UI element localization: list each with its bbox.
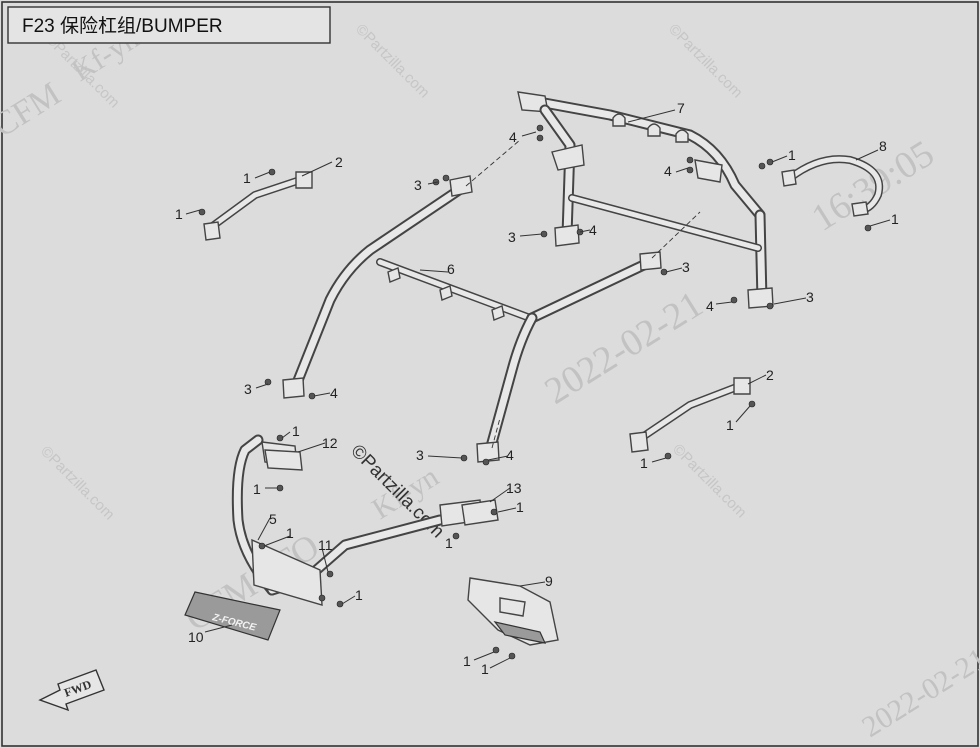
callout-1: 1: [445, 535, 453, 551]
callout-5: 5: [269, 511, 277, 527]
callout-3: 3: [416, 447, 424, 463]
callouts: 7 2 1 1 4 3 4 1 8 1 3 4 6 3 4 3 3 4 2 1 …: [175, 100, 899, 677]
watermark-partzilla-4: ©Partzilla.com: [37, 443, 118, 524]
part-6-roll-cage: [282, 175, 662, 463]
callout-1: 1: [355, 587, 363, 603]
part-12-bracket: [264, 449, 303, 471]
watermark-date-corner: 2022-02-21: [856, 642, 980, 744]
leader-lines: [185, 109, 891, 669]
callout-1: 1: [243, 170, 251, 186]
callout-2-upper: 2: [335, 154, 343, 170]
callout-3: 3: [682, 259, 690, 275]
callout-1: 1: [516, 499, 524, 515]
rear-left-post: [539, 104, 585, 247]
callout-13: 13: [506, 480, 522, 496]
callout-3: 3: [414, 177, 422, 193]
assembly-dash-lines: [465, 139, 701, 449]
rear-right-post: [747, 209, 774, 309]
callout-12: 12: [322, 435, 338, 451]
callout-4: 4: [330, 385, 338, 401]
callout-2-side: 2: [766, 367, 774, 383]
watermark-partzilla-2: ©Partzilla.com: [352, 21, 433, 102]
callout-11: 11: [318, 537, 333, 553]
watermark-time: 16:39:05: [805, 132, 942, 239]
callout-1: 1: [292, 423, 300, 439]
callout-1: 1: [463, 653, 471, 669]
callout-4: 4: [589, 222, 597, 238]
part-2-upper-grab-bar: [203, 171, 313, 241]
callout-1: 1: [891, 211, 899, 227]
callout-1: 1: [726, 417, 734, 433]
callout-4: 4: [506, 447, 514, 463]
callout-1: 1: [253, 481, 261, 497]
callout-9: 9: [545, 573, 553, 589]
title-block: F23 保险杠组/BUMPER: [7, 6, 331, 44]
part-13-bracket: [461, 499, 499, 526]
fasteners: [198, 124, 872, 660]
part-2-side-grab-bar: [629, 377, 751, 453]
callout-3: 3: [508, 229, 516, 245]
watermark-partzilla-3: ©Partzilla.com: [665, 21, 746, 102]
callout-7: 7: [677, 100, 685, 116]
part-9-skid-plate: [467, 577, 559, 646]
callout-1: 1: [286, 525, 294, 541]
fwd-arrow: FWD: [38, 669, 105, 712]
title-box: [7, 6, 331, 44]
callout-4: 4: [706, 298, 714, 314]
page-title: F23 保险杠组/BUMPER: [22, 15, 223, 37]
callout-1: 1: [788, 147, 796, 163]
part-7-rear-upper-bar: [517, 91, 766, 221]
callout-3: 3: [244, 381, 252, 397]
callout-1: 1: [175, 206, 183, 222]
watermark-cfmoto-top: CFM: [0, 75, 67, 144]
rear-cross-bar: [568, 194, 762, 252]
callout-8: 8: [879, 138, 887, 154]
watermark-partzilla-5: ©Partzilla.com: [669, 441, 750, 522]
callout-10: 10: [188, 629, 204, 645]
callout-6: 6: [447, 261, 455, 277]
callout-1: 1: [640, 455, 648, 471]
part-5-front-bumper: [231, 434, 483, 606]
callout-4: 4: [509, 129, 517, 145]
callout-1: 1: [481, 661, 489, 677]
callout-3: 3: [806, 289, 814, 305]
callout-4: 4: [664, 163, 672, 179]
part-8-curved-tube: [781, 155, 884, 217]
watermark-layer: 2022-02-21 16:39:05 CFMOTO CFM Kf-yn Kf-…: [0, 21, 980, 744]
